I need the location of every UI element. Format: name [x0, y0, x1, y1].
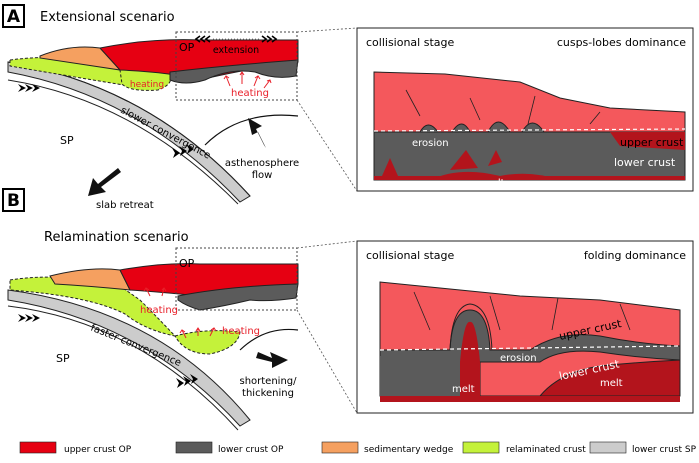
panel-b-relaminated-blob	[174, 330, 241, 355]
panel-b-slab	[7, 289, 251, 427]
shortening-arc	[239, 328, 299, 351]
legend-label-1: lower crust OP	[218, 445, 284, 455]
panel-b: B Relamination scenario OP heating heati…	[2, 188, 694, 431]
panel-b-sp-label: SP	[56, 352, 70, 365]
panel-a-sp-label: SP	[60, 134, 74, 147]
panel-b-heating-left: heating	[140, 305, 178, 316]
shortening-arrow-icon	[256, 352, 288, 368]
panel-a-slab-retreat-label: slab retreat	[96, 200, 154, 211]
panel-b-inset-left-title: collisional stage	[366, 249, 454, 262]
legend-swatch-3	[462, 441, 500, 454]
panel-a-heating-arrows-icon	[223, 71, 272, 89]
panel-a-asthenosphere-line1: asthenosphere	[225, 158, 299, 169]
legend-label-4: lower crust SP	[632, 445, 697, 455]
panel-a-convergence-arrows-icon	[18, 84, 194, 158]
panel-a-title: Extensional scenario	[40, 10, 175, 25]
panel-a-asthenosphere-line2: flow	[252, 170, 273, 181]
legend-swatch-4	[589, 441, 627, 454]
asthenosphere-arrow-icon	[248, 118, 266, 148]
panel-a-melt-label: melt	[482, 178, 505, 189]
panel-b-letter: B	[7, 191, 20, 211]
panel-b-op-label: OP	[179, 257, 195, 270]
panel-a-extension-label: extension	[213, 45, 259, 56]
asthenosphere-arc	[204, 114, 299, 146]
panel-b-op-box	[175, 247, 298, 311]
panel-b-inset: collisional stage folding dominance eros…	[356, 240, 694, 414]
panel-b-melt-right: melt	[600, 378, 623, 389]
panel-b-shortening-line1: shortening/	[239, 376, 297, 387]
panel-b-heating-right: heating	[222, 326, 260, 337]
panel-b-title: Relamination scenario	[44, 230, 189, 245]
panel-a-heating-left: heating	[130, 80, 164, 90]
panel-b-erosion: erosion	[500, 353, 537, 364]
legend-swatch-2	[321, 441, 359, 454]
legend-label-2: sedimentary wedge	[364, 445, 454, 455]
panel-b-lower-crust	[177, 283, 299, 311]
legend-swatch-1	[175, 441, 213, 454]
legend: upper crust OP lower crust OP sedimentar…	[19, 441, 697, 455]
panel-a-lower-crust	[169, 59, 299, 84]
panel-a-letter-box	[2, 4, 25, 28]
panel-a: A Extensional scenario heating OP extens…	[2, 4, 694, 211]
panel-a-convergence-label: slower convergence	[119, 105, 213, 162]
panel-b-convergence-arrows-icon	[18, 314, 198, 388]
panel-b-melt-left: melt	[452, 384, 475, 395]
panel-a-inset-left-title: collisional stage	[366, 36, 454, 49]
panel-b-heating-arrows-icon	[143, 287, 217, 339]
panel-b-inset-right-title: folding dominance	[584, 249, 686, 262]
legend-swatch-0	[19, 441, 57, 454]
panel-a-op-label: OP	[179, 41, 195, 54]
panel-a-upper-crust-label: upper crust	[620, 136, 684, 149]
legend-label-3: relaminated crust	[506, 445, 586, 455]
extension-arrows-icon	[194, 35, 278, 43]
panel-a-heating-right: heating	[231, 88, 269, 99]
panel-a-inset-right-title: cusps-lobes dominance	[557, 36, 686, 49]
panel-a-erosion: erosion	[412, 138, 449, 149]
legend-label-0: upper crust OP	[64, 445, 132, 455]
panel-b-letter-box	[2, 188, 25, 212]
panel-a-letter: A	[7, 7, 21, 27]
panel-a-op-box	[175, 31, 298, 101]
panel-a-lower-crust-label: lower crust	[614, 156, 676, 169]
slab-retreat-arrow-icon	[88, 168, 121, 196]
panel-b-shortening-line2: thickening	[242, 388, 294, 399]
panel-a-inset: collisional stage cusps-lobes dominance …	[356, 27, 694, 192]
